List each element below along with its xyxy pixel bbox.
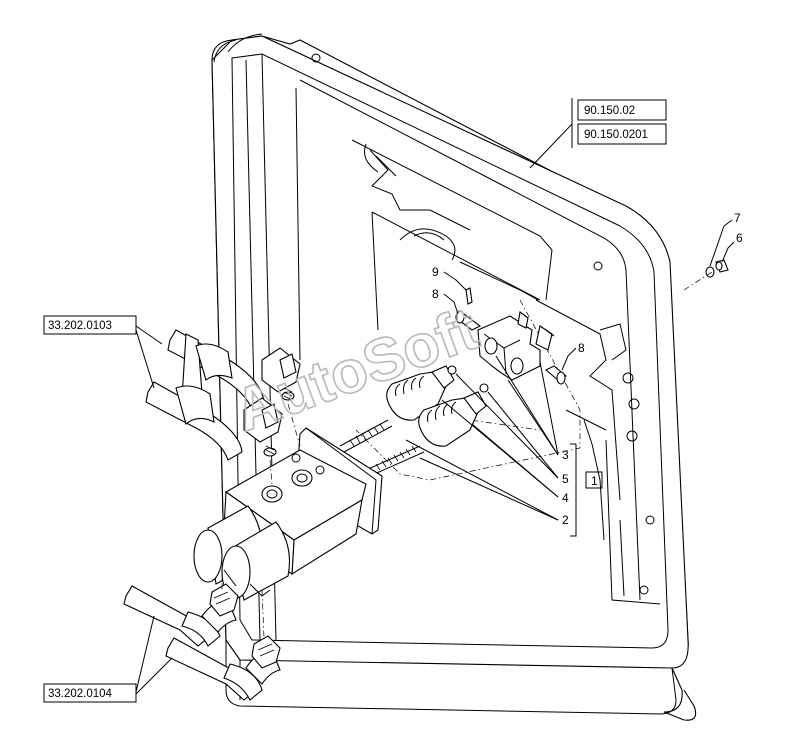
- screw-part-8-lower: [545, 365, 567, 385]
- ref-hoses-upper-group: 33.202.0103: [43, 315, 163, 389]
- console-panel: [311, 53, 661, 605]
- callout-6[interactable]: 6: [736, 231, 743, 245]
- callout-1[interactable]: 1: [591, 474, 598, 488]
- ref-hoses-lower-group: 33.202.0104: [43, 615, 173, 703]
- callout-5[interactable]: 5: [562, 472, 569, 486]
- ring-part-4-upper: [447, 365, 457, 375]
- callout-4[interactable]: 4: [562, 491, 569, 505]
- boot-lower: [418, 391, 487, 447]
- callout-9[interactable]: 9: [432, 265, 439, 279]
- ref-frame-top[interactable]: 90.150.02: [584, 105, 635, 117]
- callout-7[interactable]: 7: [734, 211, 741, 225]
- ref-hoses-lower[interactable]: 33.202.0104: [48, 688, 113, 700]
- nut-and-washer: [705, 259, 729, 278]
- callout-group-right: 1 3 5 4 2: [562, 443, 603, 537]
- callout-8-lower[interactable]: 8: [578, 341, 585, 355]
- threaded-rods: [339, 419, 425, 477]
- assembly-outline: [355, 299, 581, 481]
- leader-lines: [405, 355, 559, 521]
- ref-frame-bottom[interactable]: 90.150.0201: [584, 129, 648, 141]
- callout-3[interactable]: 3: [562, 448, 569, 462]
- pin-part-9: [465, 287, 473, 305]
- ref-hoses-upper[interactable]: 33.202.0103: [48, 320, 112, 332]
- ring-part-4-lower: [479, 383, 489, 393]
- socket-bracket: [477, 311, 555, 381]
- lower-hoses: [123, 583, 281, 701]
- ref-frame-group: 90.150.02 90.150.0201: [529, 98, 667, 169]
- callout-8-upper[interactable]: 8: [432, 287, 439, 301]
- upper-hoses: [145, 329, 301, 461]
- callout-2[interactable]: 2: [562, 513, 569, 527]
